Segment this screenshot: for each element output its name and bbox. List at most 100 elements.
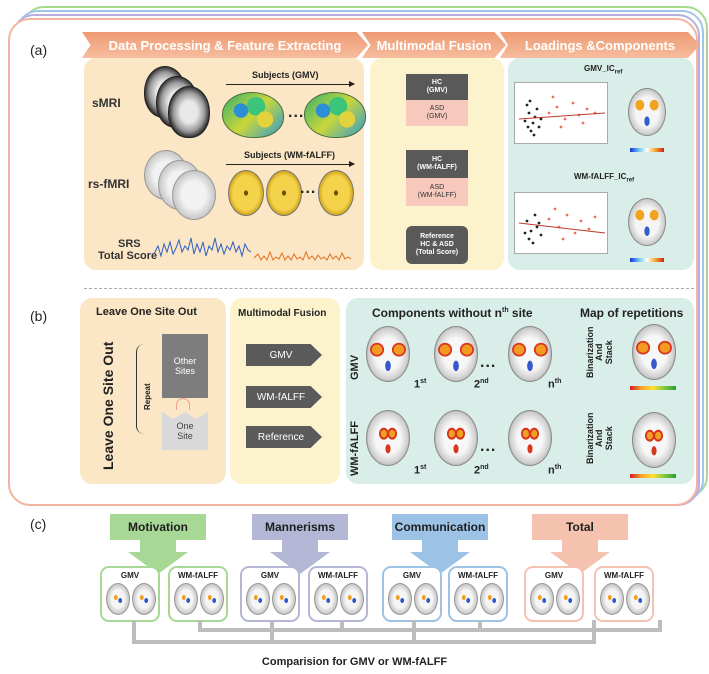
srs-hc-trace — [154, 237, 252, 258]
category-label: Total — [532, 514, 628, 540]
wm-brain-1 — [228, 170, 264, 216]
mini-box-motivation-gmv: GMV — [100, 566, 160, 622]
colorbar-repetition-wm — [630, 474, 676, 478]
repeat-brace — [136, 344, 144, 434]
section-label-b: (b) — [30, 308, 48, 324]
rsfmri-brain-slice-3 — [172, 170, 216, 220]
fusion-item-wmfalff: WM-fALFF — [246, 386, 322, 408]
connector-middle — [198, 628, 662, 632]
repetition-map-gmv — [632, 324, 676, 380]
subjects-gmv-label: Subjects (GMV) — [252, 70, 319, 80]
ordinal-gmv-n: nth — [548, 378, 562, 391]
repeat-label: Repeat — [143, 383, 152, 410]
subjects-gmv-arrow — [226, 81, 355, 87]
colorbar-repetition-gmv — [630, 386, 676, 390]
fusion-asd-wm: ASD (WM-fALFF) — [406, 178, 468, 206]
row-label-rsfmri: rs-fMRI — [88, 177, 130, 191]
scatter-wm — [514, 192, 608, 254]
mini-brain-2 — [626, 583, 650, 615]
category-arrow-mannerisms: Mannerisms — [252, 514, 348, 574]
banner-loadings-components: Loadings &Components — [500, 32, 700, 58]
loading-title-wm: WM-fALFF_ICref — [574, 172, 635, 184]
lso-vertical-label: Leave One Site Out — [100, 341, 116, 470]
mini-box-label: GMV — [544, 571, 564, 580]
ordinal-wm-1: 1st — [414, 464, 427, 477]
mini-box-motivation-wmfalff: WM-fALFF — [168, 566, 228, 622]
fusion-reference: Reference HC & ASD (Total Score) — [406, 226, 468, 264]
mini-brain-2 — [414, 583, 438, 615]
mini-box-communication-wmfalff: WM-fALFF — [448, 566, 508, 622]
wm-ellipsis: ... — [300, 180, 317, 197]
components-title: Components without nth site — [372, 306, 533, 320]
gmv-brain-1 — [222, 92, 284, 138]
mini-box-total-gmv: GMV — [524, 566, 584, 622]
row-label-b-gmv: GMV — [349, 354, 361, 380]
b-fusion-title: Multimodal Fusion — [238, 308, 327, 319]
connector-mannerisms-wm — [340, 620, 344, 632]
connector-communication-gmv — [412, 620, 416, 644]
component-gmv-2 — [434, 326, 478, 382]
binarize-label-wm: Binarization And Stack — [585, 412, 614, 464]
connector-total — [592, 620, 596, 644]
mini-brain-2 — [200, 583, 224, 615]
row-label-srs: SRS — [118, 238, 141, 250]
banner-data-processing: Data Processing & Feature Extracting — [82, 32, 368, 58]
category-arrow-total: Total — [532, 514, 628, 574]
connector-motivation — [132, 620, 136, 644]
mini-brain-2 — [340, 583, 364, 615]
colorbar-wm — [630, 258, 664, 262]
mini-brain-2 — [132, 583, 156, 615]
mini-box-communication-gmv: GMV — [382, 566, 442, 622]
ordinal-wm-2: 2nd — [474, 464, 489, 477]
colorbar-gmv — [630, 148, 664, 152]
section-label-c: (c) — [30, 516, 47, 532]
mini-box-label: WM-fALFF — [318, 571, 358, 580]
component-wm-ellipsis: ... — [480, 438, 497, 455]
mini-brain-1 — [246, 583, 270, 615]
fusion-item-gmv: GMV — [246, 344, 322, 366]
component-gmv-1 — [366, 326, 410, 382]
mini-brain-1 — [106, 583, 130, 615]
mini-brain-1 — [600, 583, 624, 615]
gmv-ellipsis: ... — [288, 104, 305, 121]
mini-box-label: GMV — [402, 571, 422, 580]
component-gmv-ellipsis: ... — [480, 354, 497, 371]
category-arrow-motivation: Motivation — [110, 514, 206, 574]
swap-arrow-icon — [176, 398, 190, 410]
mini-brain-1 — [174, 583, 198, 615]
lso-title: Leave One Site Out — [96, 306, 197, 318]
mini-brain-1 — [530, 583, 554, 615]
mini-box-mannerisms-gmv: GMV — [240, 566, 300, 622]
mini-box-label: GMV — [260, 571, 280, 580]
mini-brain-1 — [454, 583, 478, 615]
ic-brain-wm — [628, 198, 666, 246]
wm-brain-2 — [266, 170, 302, 216]
banner-multimodal-fusion: Multimodal Fusion — [362, 32, 506, 58]
wm-brain-3 — [318, 170, 354, 216]
section-label-a: (a) — [30, 42, 48, 58]
mini-brain-1 — [314, 583, 338, 615]
binarize-label-gmv: Binarization And Stack — [585, 326, 614, 378]
component-wm-n — [508, 410, 552, 466]
loading-title-gmv: GMV_ICref — [584, 64, 623, 76]
section-divider — [84, 288, 694, 289]
connector-motivation-wm — [198, 620, 202, 632]
connector-mannerisms-gmv — [270, 620, 274, 644]
srs-signal-traces — [154, 237, 352, 262]
map-title: Map of repetitions — [580, 306, 684, 320]
one-site-block: One Site — [162, 412, 208, 450]
comparison-label: Comparision for GMV or WM-fALFF — [261, 656, 448, 668]
scatter-gmv — [514, 82, 608, 144]
ordinal-gmv-2: 2nd — [474, 378, 489, 391]
connector-total-wm — [658, 620, 662, 632]
row-label-total-score: Total Score — [98, 250, 158, 262]
fusion-asd-gmv: ASD (GMV) — [406, 100, 468, 126]
mini-brain-1 — [388, 583, 412, 615]
mini-box-total-wmfalff: WM-fALFF — [594, 566, 654, 622]
component-wm-2 — [434, 410, 478, 466]
connector-communication-wm — [478, 620, 482, 632]
mini-brain-2 — [272, 583, 296, 615]
gmv-brain-2 — [304, 92, 366, 138]
smri-brain-slice-3 — [168, 86, 210, 138]
ordinal-gmv-1: 1st — [414, 378, 427, 391]
